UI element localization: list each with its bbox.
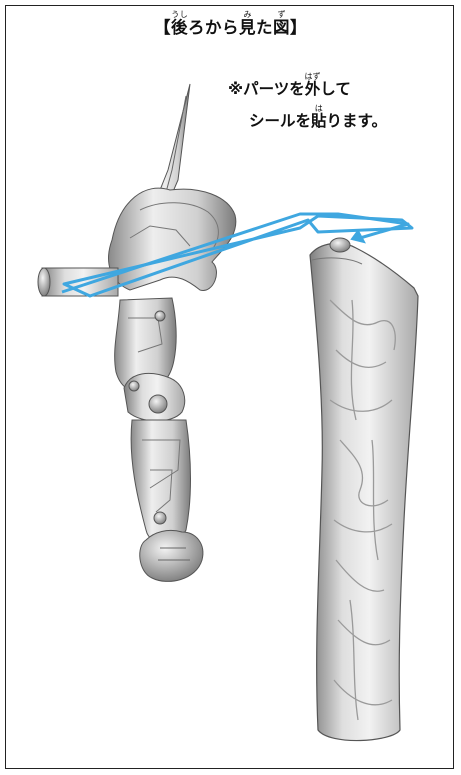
arm-part-icon bbox=[38, 84, 236, 581]
shield-part-icon bbox=[310, 238, 418, 741]
